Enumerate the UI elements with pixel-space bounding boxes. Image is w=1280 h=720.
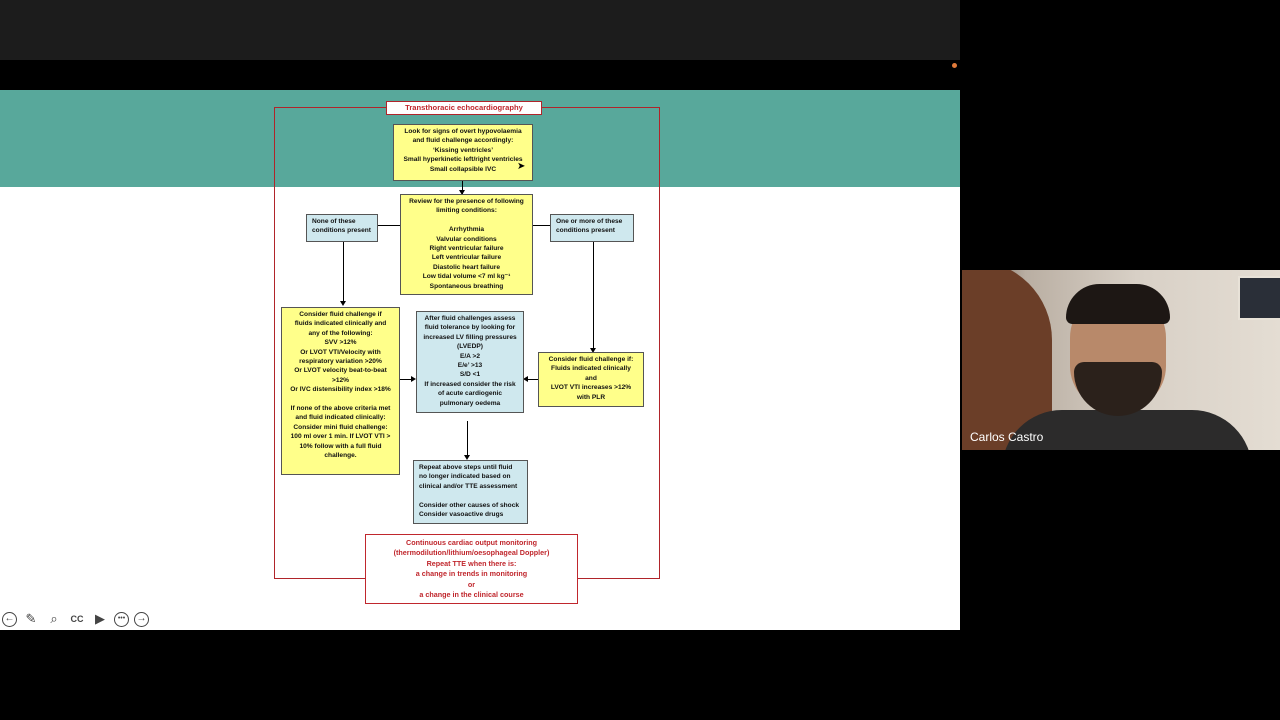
arrow-down — [340, 301, 346, 306]
box-hypovolaemia: Look for signs of overt hypovolaemia and… — [393, 124, 533, 181]
more-icon[interactable]: ••• — [114, 611, 129, 627]
connector — [378, 225, 400, 226]
arrow-down — [464, 455, 470, 460]
participant-hair — [1066, 284, 1170, 324]
mouse-cursor-icon: ➤ — [517, 161, 526, 172]
box-consider-fluid-left: Consider fluid challenge if fluids indic… — [281, 307, 400, 475]
participant-shirt — [1002, 410, 1252, 450]
meeting-top-bar — [0, 0, 960, 60]
connector — [532, 225, 550, 226]
box-consider-fluid-right: Consider fluid challenge if: Fluids indi… — [538, 352, 644, 407]
connector — [400, 379, 412, 380]
pen-icon[interactable]: ✎ — [25, 611, 37, 626]
window-shape — [1238, 276, 1280, 320]
arrow-down — [590, 348, 596, 353]
connector — [467, 421, 468, 458]
arrow-right-icon[interactable]: → — [134, 611, 149, 627]
box-repeat-steps: Repeat above steps until fluid no longer… — [413, 460, 528, 524]
recording-indicator-dot — [952, 63, 957, 68]
closed-caption-icon[interactable]: CC — [70, 614, 84, 624]
box-continuous-monitoring: Continuous cardiac output monitoring (th… — [365, 534, 578, 604]
participant-video-tile[interactable]: Carlos Castro — [962, 270, 1280, 450]
flowchart-title: Transthoracic echocardiography — [386, 101, 542, 115]
video-camera-icon[interactable]: ▶ — [95, 611, 105, 626]
arrow-right — [411, 376, 416, 382]
connector — [462, 181, 463, 194]
connector — [528, 379, 538, 380]
arrow-left — [523, 376, 528, 382]
shared-slide: Transthoracic echocardiography Look for … — [0, 90, 960, 630]
box-after-fluid-challenges: After fluid challenges assess fluid tole… — [416, 311, 524, 413]
box-limiting-conditions: Review for the presence of following lim… — [400, 194, 533, 295]
arrow-left-icon[interactable]: ← — [2, 611, 17, 627]
presentation-toolbar: ← ✎ ⌕ CC ▶ ••• → — [0, 609, 149, 629]
arrow-down — [459, 190, 465, 195]
connector — [343, 240, 344, 304]
box-one-or-more-present: One or more of these conditions present — [550, 214, 634, 242]
box-none-present: None of these conditions present — [306, 214, 378, 242]
participant-name-label: Carlos Castro — [970, 430, 1044, 444]
zoom-icon[interactable]: ⌕ — [50, 611, 58, 626]
connector — [593, 241, 594, 351]
